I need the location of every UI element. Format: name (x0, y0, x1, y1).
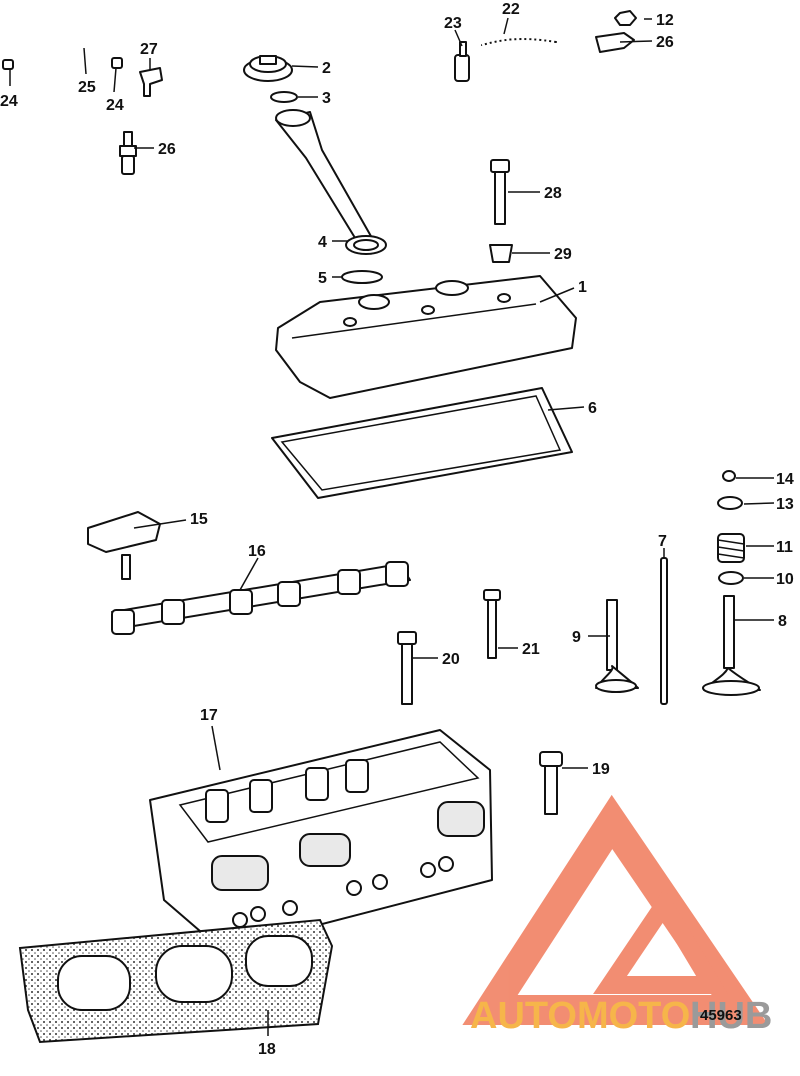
callout-26a: 26 (158, 141, 176, 158)
callout-27: 27 (140, 41, 158, 58)
callout-21: 21 (522, 641, 540, 658)
part-breather-set (454, 10, 637, 82)
callout-10: 10 (776, 571, 794, 588)
leader-lines (9, 17, 775, 1036)
part-fitting-26 (119, 131, 137, 175)
part-bolt-grommet (489, 159, 513, 263)
valve-springs-row (205, 759, 369, 823)
callout-22: 22 (502, 1, 520, 18)
callout-25: 25 (78, 79, 96, 96)
watermark-text-secondary: HUB (690, 995, 772, 1037)
part-bolts-20-21 (397, 589, 501, 705)
part-valve-cover (275, 275, 577, 399)
watermark-logo (462, 794, 769, 1025)
part-bolt-19 (539, 751, 563, 815)
part-fill-cap (243, 55, 298, 103)
part-fill-tube (275, 109, 387, 284)
callout-11: 11 (776, 539, 793, 556)
callout-3: 3 (322, 90, 331, 107)
watermark-triangle-inner (593, 888, 728, 994)
callout-14: 14 (776, 471, 794, 488)
callout-20: 20 (442, 651, 460, 668)
callout-19: 19 (592, 761, 610, 778)
callout-24b: 24 (106, 97, 124, 114)
callout-24a: 24 (0, 93, 18, 110)
callout-12: 12 (656, 12, 674, 29)
callout-23: 23 (444, 15, 462, 32)
part-valvetrain (595, 470, 761, 705)
part-head-gasket (18, 918, 334, 1044)
callout-16: 16 (248, 543, 266, 560)
part-cylinder-head (149, 729, 493, 951)
callout-6: 6 (588, 400, 597, 417)
part-rocker-arm (87, 511, 161, 580)
callout-numbers: 1 2 3 4 5 6 7 8 9 10 11 12 13 14 15 16 1… (0, 1, 794, 1058)
callout-9: 9 (572, 629, 581, 646)
callout-26b: 26 (656, 34, 674, 51)
callout-13: 13 (776, 496, 794, 513)
figure-number: 45963 (700, 1007, 742, 1024)
part-hose-assembly (2, 38, 163, 97)
callout-5: 5 (318, 270, 327, 287)
callout-28: 28 (544, 185, 562, 202)
callout-18: 18 (258, 1041, 276, 1058)
callout-8: 8 (778, 613, 787, 630)
callout-15: 15 (190, 511, 208, 528)
callout-1: 1 (578, 279, 587, 296)
callout-4: 4 (318, 234, 327, 251)
callout-17: 17 (200, 707, 218, 724)
callout-7: 7 (658, 533, 667, 550)
watermark-text-primary: AUTOMOTO (470, 995, 690, 1037)
part-valve-cover-gasket (271, 387, 573, 499)
callout-29: 29 (554, 246, 572, 263)
part-guide-plate (111, 561, 411, 635)
callout-2: 2 (322, 60, 331, 77)
